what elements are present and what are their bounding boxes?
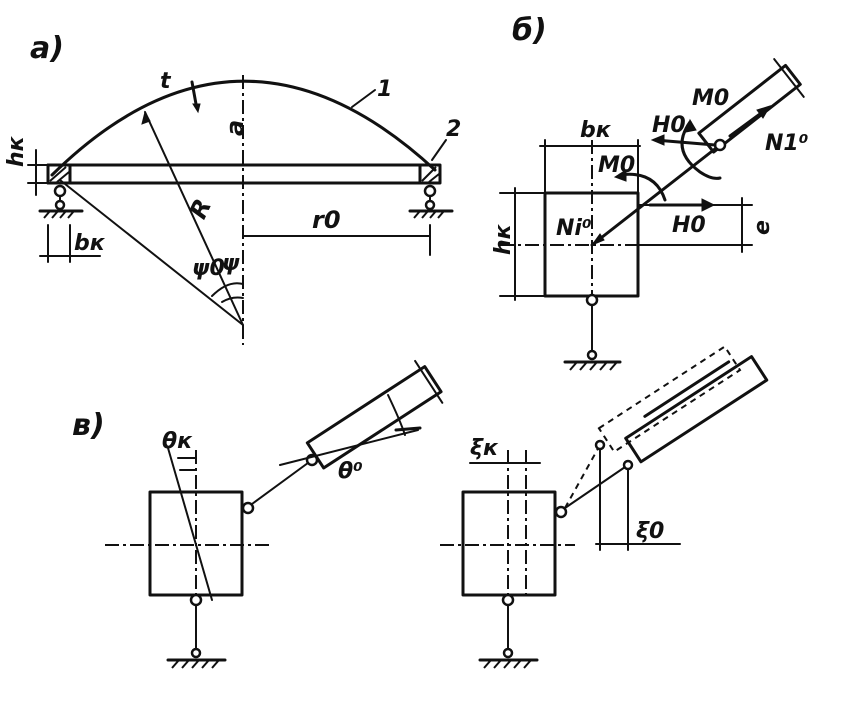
- label-r0: r0: [312, 206, 341, 234]
- label-1: 1: [377, 77, 392, 102]
- label-hk-b: hк: [491, 223, 516, 255]
- panel-v-left: в) θк θ⁰: [72, 359, 444, 669]
- label-a: a: [221, 120, 249, 136]
- label-t: t: [160, 69, 172, 94]
- label-M0-top: M0: [692, 86, 729, 111]
- panel-b-label: б): [512, 13, 547, 48]
- panel-b: б): [491, 13, 809, 371]
- label-H0: H0: [672, 213, 706, 238]
- label-e: e: [750, 220, 775, 235]
- label-xiK: ξк: [470, 436, 499, 461]
- label-N1: N1⁰: [765, 131, 809, 156]
- label-theta0: θ⁰: [338, 459, 363, 484]
- panel-v-label: в): [72, 408, 105, 443]
- label-xi0: ξ0: [636, 519, 664, 544]
- label-H0-top: H0: [652, 113, 686, 138]
- label-Ni: Ni⁰: [556, 216, 592, 241]
- label-M0: M0: [598, 153, 635, 178]
- panel-a-label: а): [30, 31, 64, 66]
- right-ring-section: [418, 163, 442, 185]
- label-psi0: ψ0: [192, 256, 225, 281]
- label-R: R: [184, 195, 217, 224]
- label-bk-a: bк: [74, 231, 106, 256]
- label-hk-a: hк: [4, 135, 29, 167]
- panel-a: а): [4, 31, 461, 345]
- label-2: 2: [446, 117, 461, 142]
- panel-v-right: ξк ξ0: [440, 345, 769, 669]
- dome-arc: [50, 79, 437, 177]
- label-psi: ψ: [222, 251, 240, 276]
- left-ring-section: [46, 163, 72, 185]
- label-bk-b: bк: [580, 118, 612, 143]
- label-thetaK: θк: [162, 429, 193, 454]
